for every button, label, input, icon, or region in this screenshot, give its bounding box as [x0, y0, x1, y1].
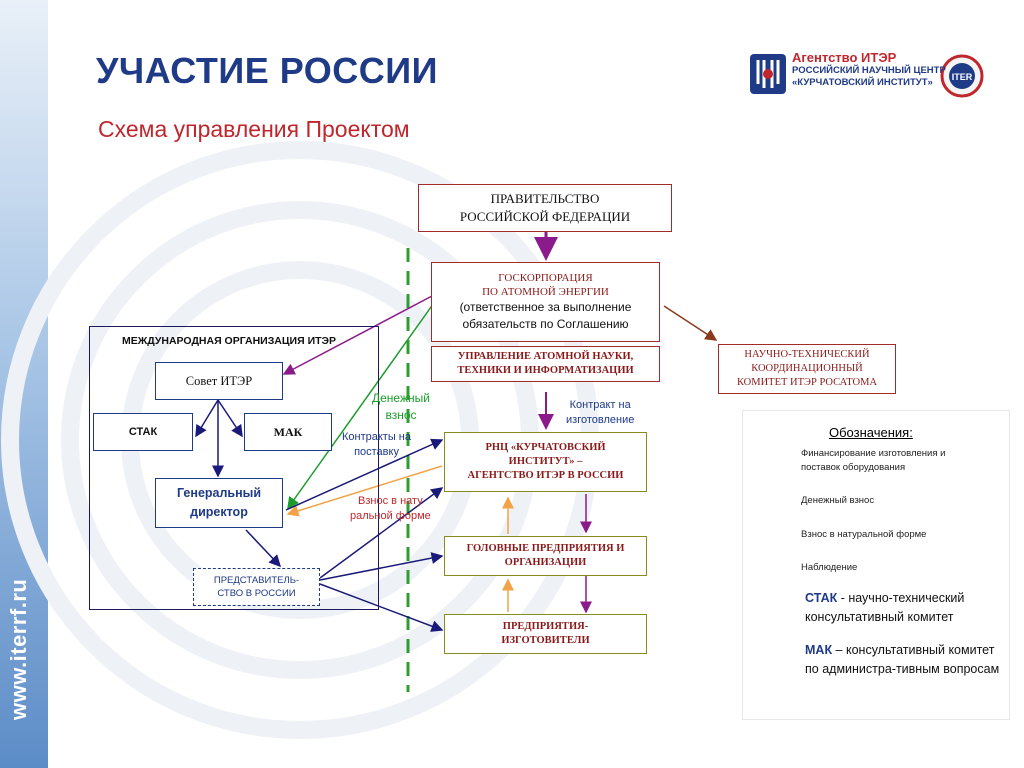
- iter-badge-text: ITER: [952, 72, 973, 82]
- manufacturers-line2: ИЗГОТОВИТЕЛИ: [501, 635, 590, 646]
- rosatom-line1: ГОСКОРПОРАЦИЯ: [498, 272, 593, 284]
- legend-financing-line1: Финансирование изготовления и: [801, 448, 946, 459]
- legend-financing-line2: поставок оборудования: [801, 462, 906, 473]
- manufacturers-line1: ПРЕДПРИЯТИЯ-: [502, 621, 589, 632]
- manufacture-contract-label: Контракт на изготовление: [566, 398, 634, 428]
- legend-item-financing: Финансирование изготовления и поставок о…: [801, 447, 945, 475]
- inkind-label-line2: ральной форме: [350, 510, 431, 522]
- logo-title: Агентство ИТЭР: [792, 50, 897, 65]
- logo-graphics: ITER: [750, 54, 984, 98]
- supply-label-line2: поставку: [354, 446, 399, 458]
- arrow-council-mac: [217, 399, 243, 438]
- contract-label-line2: изготовление: [566, 414, 635, 426]
- legend-mac-note: МАК – консультативный комитет по админис…: [805, 641, 1005, 679]
- cash-label-line2: взнос: [385, 408, 417, 422]
- committee-line1: НАУЧНО-ТЕХНИЧЕСКИЙ: [744, 349, 870, 360]
- arrow-council-stac: [195, 399, 219, 438]
- legend-title: Обозначения:: [829, 425, 913, 440]
- iter-organization-title: МЕЖДУНАРОДНАЯ ОРГАНИЗАЦИЯ ИТЭР: [122, 335, 336, 347]
- legend-stac-term: СТАК: [805, 591, 838, 605]
- director-line2: директор: [190, 505, 248, 519]
- kurchatov-line2: ИНСТИТУТ» –: [508, 456, 583, 467]
- arrow-rosatom-committee: [663, 305, 718, 341]
- manufacturers-box: ПРЕДПРИЯТИЯ- ИЗГОТОВИТЕЛИ: [444, 614, 647, 654]
- cash-contribution-label: Денежный взнос: [372, 390, 430, 424]
- page-title: УЧАСТИЕ РОССИИ: [96, 50, 439, 91]
- science-dept-line1: УПРАВЛЕНИЕ АТОМНОЙ НАУКИ,: [457, 351, 634, 362]
- government-line2: РОССИЙСКОЙ ФЕДЕРАЦИИ: [459, 209, 631, 224]
- logo-subtitle-2: «КУРЧАТОВСКИЙ ИНСТИТУТ»: [792, 77, 933, 88]
- committee-line3: КОМИТЕТ ИТЭР РОСАТОМА: [736, 377, 878, 388]
- science-dept-line2: ТЕХНИКИ И ИНФОРМАТИЗАЦИИ: [457, 365, 634, 376]
- rosatom-line4: обязательств по Соглашению: [462, 317, 629, 331]
- arrow-director-representation: [245, 529, 282, 568]
- legend-mac-term: МАК: [805, 643, 833, 657]
- rosatom-line2: ПО АТОМНОЙ ЭНЕРГИИ: [482, 286, 609, 298]
- government-box: ПРАВИТЕЛЬСТВО РОССИЙСКОЙ ФЕДЕРАЦИИ: [418, 184, 672, 232]
- representation-box: ПРЕДСТАВИТЕЛЬ- СТВО В РОССИИ: [193, 568, 320, 606]
- legend-item-cash: Денежный взнос: [801, 495, 875, 506]
- director-line1: Генеральный: [176, 486, 262, 500]
- arrow-cash-contribution: [287, 299, 437, 510]
- stac-label: СТАК: [128, 426, 158, 438]
- legend-mac-definition: – консультативный комитет по администра-…: [805, 643, 1000, 676]
- supply-contracts-label: Контракты на поставку: [342, 430, 411, 460]
- arrow-inkind-contribution: [286, 465, 443, 517]
- committee-line2: КООРДИНАЦИОННЫЙ: [751, 363, 863, 374]
- logo-subtitle-1: РОССИЙСКИЙ НАУЧНЫЙ ЦЕНТР: [792, 65, 946, 76]
- lead-enterprises-line1: ГОЛОВНЫЕ ПРЕДПРИЯТИЯ И: [466, 543, 625, 554]
- mac-box: МАК: [244, 413, 332, 451]
- page-subtitle: Схема управления Проектом: [98, 116, 410, 142]
- coordination-committee-box: НАУЧНО-ТЕХНИЧЕСКИЙ КООРДИНАЦИОННЫЙ КОМИТ…: [718, 344, 896, 394]
- stac-box: СТАК: [93, 413, 193, 451]
- lead-enterprises-box: ГОЛОВНЫЕ ПРЕДПРИЯТИЯ И ОРГАНИЗАЦИИ: [444, 536, 647, 576]
- inkind-label-line1: Взнос в нату: [358, 495, 423, 507]
- legend-stac-definition: - научно-технический консультативный ком…: [805, 591, 965, 624]
- legend-stac-note: СТАК - научно-технический консультативны…: [805, 589, 1005, 627]
- supply-label-line1: Контракты на: [342, 431, 412, 443]
- arrow-supply-contracts: [285, 438, 444, 511]
- iter-organization-box: МЕЖДУНАРОДНАЯ ОРГАНИЗАЦИЯ ИТЭР: [89, 326, 379, 610]
- rosatom-line3: (ответственное за выполнение: [459, 300, 632, 314]
- science-department-box: УПРАВЛЕНИЕ АТОМНОЙ НАУКИ, ТЕХНИКИ И ИНФО…: [431, 346, 660, 382]
- director-general-box: Генеральный директор: [155, 478, 283, 528]
- kurchatov-line3: АГЕНТСТВО ИТЭР В РОССИИ: [467, 470, 624, 481]
- iter-council-box: Совет ИТЭР: [155, 362, 283, 400]
- arrow-rosatom-council: [282, 295, 433, 375]
- lead-enterprises-line2: ОРГАНИЗАЦИИ: [504, 557, 587, 568]
- representation-line1: ПРЕДСТАВИТЕЛЬ-: [213, 575, 300, 586]
- kurchatov-institute-box: РНЦ «КУРЧАТОВСКИЙ ИНСТИТУТ» – АГЕНТСТВО …: [444, 432, 647, 492]
- legend-panel: Обозначения: Финансирование изготовления…: [742, 410, 1010, 720]
- government-line1: ПРАВИТЕЛЬСТВО: [490, 191, 600, 206]
- mac-label: МАК: [273, 424, 303, 439]
- legend-item-inkind: Взнос в натуральной форме: [801, 529, 927, 540]
- inkind-contribution-label: Взнос в нату ральной форме: [350, 494, 431, 524]
- arrow-representation-lead: [319, 552, 444, 581]
- representation-line2: СТВО В РОССИИ: [217, 588, 296, 599]
- iter-agency-logo: ITER Агентство ИТЭР РОССИЙСКИЙ НАУЧНЫЙ Ц…: [750, 50, 985, 100]
- legend-item-observation: Наблюдение: [801, 562, 858, 573]
- arrow-representation-kurchatov: [319, 487, 444, 579]
- kurchatov-line1: РНЦ «КУРЧАТОВСКИЙ: [485, 442, 606, 453]
- arrow-representation-manufacturers: [319, 583, 444, 632]
- rosatom-box: ГОСКОРПОРАЦИЯ ПО АТОМНОЙ ЭНЕРГИИ (ответс…: [431, 262, 660, 342]
- contract-label-line1: Контракт на: [569, 399, 631, 411]
- iter-council-label: Совет ИТЭР: [185, 373, 253, 388]
- cash-label-line1: Денежный: [372, 391, 430, 405]
